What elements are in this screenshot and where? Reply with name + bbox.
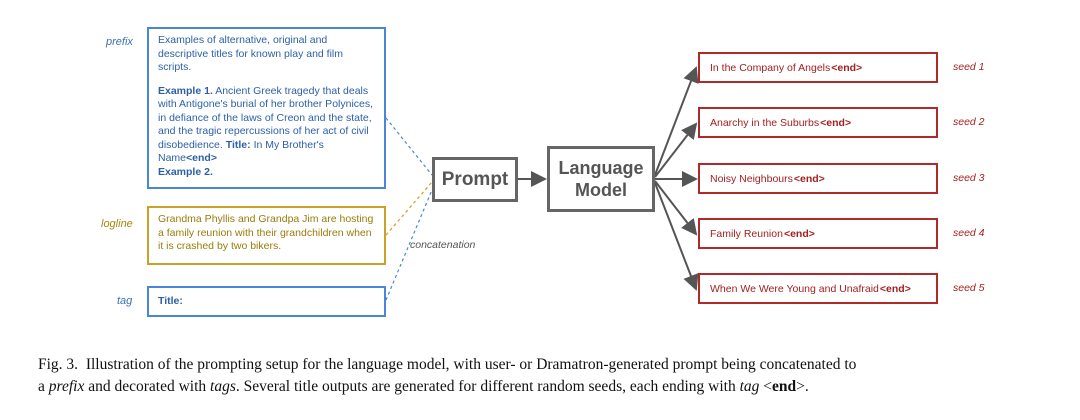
caption-text-3: and decorated with [88, 378, 207, 395]
prompt-box: Prompt [432, 157, 518, 202]
caption-text-2: a [38, 378, 45, 395]
model-to-output-arrow-1 [654, 66, 699, 176]
prefix-label: prefix [106, 36, 133, 48]
seed-label: seed 5 [953, 282, 985, 294]
caption-line-2: a prefix and decorated with tags. Severa… [38, 376, 1068, 398]
output-title: Noisy Neighbours [710, 172, 793, 185]
caption-text-1: Illustration of the prompting setup for … [85, 356, 857, 373]
example-1-text: Ancient Greek tragedy that deals with An… [158, 84, 374, 151]
figure-caption: Fig. 3. Illustration of the prompting se… [38, 354, 1068, 398]
caption-tags-word: tags [210, 378, 236, 395]
tag-box: Title: [147, 286, 386, 317]
output-end-tag: <end> [783, 227, 815, 240]
output-title: Anarchy in the Suburbs [710, 116, 820, 129]
model-label-line-2: Model [575, 180, 627, 200]
logline-box: Grandma Phyllis and Grandpa Jim are host… [147, 206, 386, 265]
output-end-tag: <end> [879, 282, 911, 295]
caption-fig-number: Fig. 3. [38, 356, 79, 373]
prefix-intro: Examples of alternative, original and de… [158, 34, 343, 73]
example-1-label: Example 1. [158, 84, 213, 97]
caption-prefix-word: prefix [48, 378, 85, 395]
output-end-tag: <end> [793, 172, 825, 185]
prefix-example-1: Example 1. Ancient Greek tragedy that de… [158, 85, 375, 166]
output-title-box: Family Reunion<end> [698, 218, 938, 249]
seed-label: seed 2 [953, 116, 985, 128]
model-to-output-arrow-4 [654, 180, 698, 236]
tag-label: tag [117, 295, 133, 307]
prompt-label: Prompt [441, 168, 509, 190]
caption-end-word: end [772, 378, 797, 395]
model-to-output-arrow-5 [654, 182, 699, 291]
prefix-example-2: Example 2. [158, 166, 375, 180]
output-end-tag: <end> [831, 61, 863, 74]
tag-text: Title: [158, 295, 375, 309]
model-to-output-arrow-2 [654, 122, 698, 178]
example-title-label: Title: [225, 138, 251, 151]
prefix-box: Examples of alternative, original and de… [147, 27, 386, 189]
output-end-tag: <end> [820, 116, 852, 129]
example-2-label: Example 2. [158, 165, 213, 178]
caption-end-open: < [763, 378, 773, 395]
output-title-box: Anarchy in the Suburbs<end> [698, 107, 938, 138]
output-title: In the Company of Angels [710, 61, 831, 74]
example-title-text: In My Brother's Name [158, 138, 324, 165]
seed-label: seed 3 [953, 172, 985, 184]
language-model-box: Language Model [547, 146, 655, 212]
output-title-box: In the Company of Angels<end> [698, 52, 938, 83]
diagram: prefix logline tag Examples of alternati… [101, 27, 985, 317]
seed-label: seed 4 [953, 227, 985, 239]
caption-end-close: >. [796, 378, 809, 395]
seed-label: seed 1 [953, 61, 985, 73]
output-title: When We Were Young and Unafraid [710, 282, 879, 295]
output-title: Family Reunion [710, 227, 783, 240]
output-title-box: When We Were Young and Unafraid<end> [698, 273, 938, 304]
connector-layer [385, 66, 699, 301]
caption-text-4: . Several title outputs are generated fo… [235, 378, 736, 395]
logline-dashed-connector [385, 181, 433, 236]
tag-dashed-connector [385, 189, 433, 301]
model-label-line-1: Language [558, 158, 644, 178]
example-end-tag: <end> [186, 152, 217, 164]
prefix-dashed-connector [385, 117, 433, 176]
caption-tag-word: tag [739, 378, 760, 395]
output-title-box: Noisy Neighbours<end> [698, 163, 938, 194]
logline-text: Grandma Phyllis and Grandpa Jim are host… [158, 213, 374, 252]
tag-title-label: Title: [158, 295, 183, 307]
caption-line-1: Fig. 3. Illustration of the prompting se… [38, 354, 1068, 376]
concatenation-label: concatenation [410, 239, 476, 251]
logline-label: logline [101, 218, 133, 230]
